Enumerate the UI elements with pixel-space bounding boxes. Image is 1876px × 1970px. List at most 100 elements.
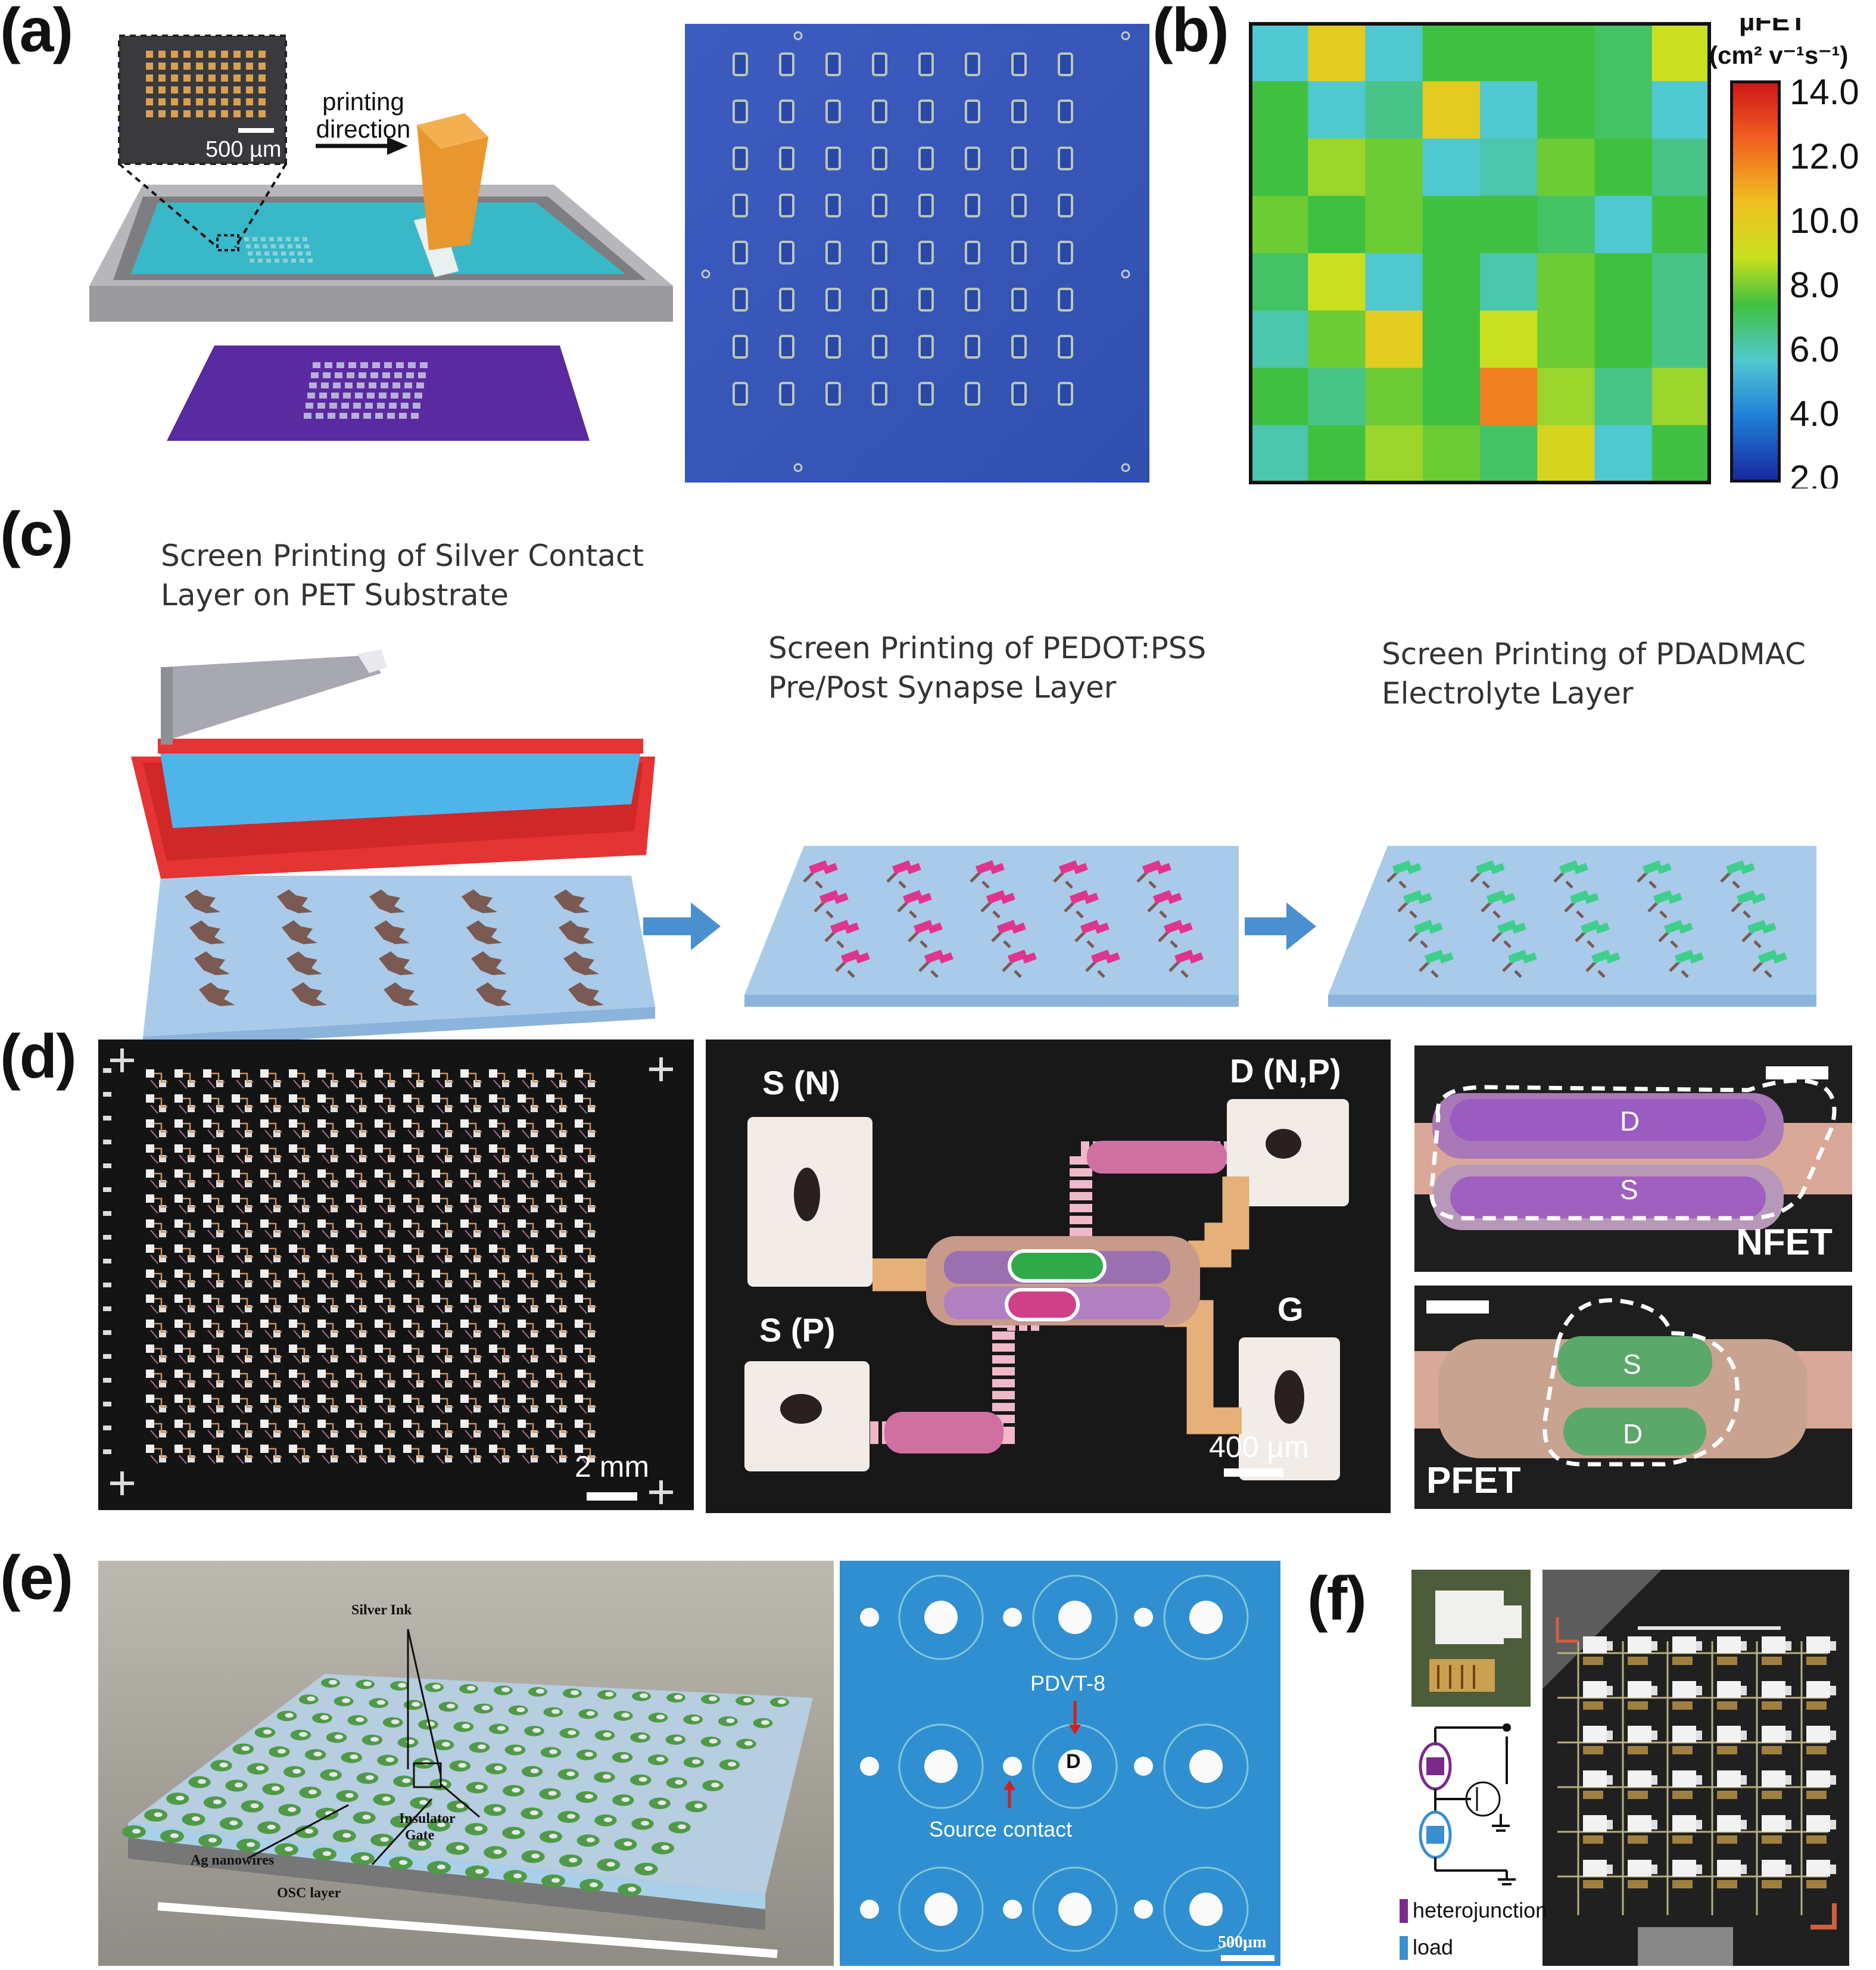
array-cell [1058, 147, 1073, 170]
array-cell [1058, 194, 1073, 217]
panel-d-device: S (N) D (N,P) S (P) G 400 µm [706, 1040, 1391, 1513]
heatmap-cell [1480, 138, 1538, 197]
pfet-micrograph [1414, 1298, 1852, 1467]
heatmap-cell [1365, 195, 1423, 254]
label-gate: G [1277, 1290, 1304, 1328]
heatmap-cell [1365, 368, 1423, 426]
label-source-p: S (P) [759, 1311, 836, 1349]
heatmap-cell [1537, 368, 1595, 426]
heatmap-cell [1308, 138, 1366, 197]
array-cell [1058, 241, 1073, 264]
heatmap-cell [1308, 253, 1366, 311]
squeegee-holder [417, 113, 488, 250]
array-cell [733, 99, 748, 123]
array-cell [779, 52, 794, 76]
array-cell [825, 99, 841, 123]
pfet-label-s: S [1623, 1349, 1641, 1380]
panel-e-schematic: Silver Ink Insulator Gate Ag nanowires O… [98, 1561, 834, 1966]
array-cell [965, 382, 980, 406]
array-scale-bar [587, 1492, 637, 1501]
array-cell [779, 147, 794, 170]
heatmap-cell [1308, 425, 1366, 483]
panel-a-schematic: printing direction 500 µm [77, 24, 697, 453]
array-cell [779, 241, 794, 264]
array-cell [965, 335, 980, 359]
array-cell [825, 241, 841, 264]
array-cell [1058, 382, 1073, 406]
array-cell [918, 335, 934, 359]
heatmap-cell [1480, 253, 1538, 311]
array-cell [733, 194, 748, 217]
array-cell [733, 335, 748, 359]
panel-label-c: (c) [0, 500, 73, 569]
array-cell [1011, 382, 1027, 406]
electrode-array-micrograph [860, 1574, 1274, 1961]
heatmap-cell [1480, 24, 1538, 82]
pfet-label: PFET [1426, 1460, 1521, 1501]
colorbar-tick-6: 6.0 [1790, 329, 1840, 369]
array-cell [1011, 335, 1027, 359]
colorbar-tick-12: 12.0 [1790, 136, 1859, 176]
printing-direction-label: printing direction [316, 88, 411, 143]
legend-load: load [1413, 1935, 1454, 1959]
array-cell [733, 147, 748, 170]
array-cell [825, 52, 841, 76]
label-gate: Gate [405, 1828, 435, 1843]
heatmap-cell [1594, 425, 1653, 483]
array-cell [1058, 288, 1073, 312]
array-cell [965, 52, 980, 76]
array-cell [1058, 99, 1073, 123]
heatmap-cell [1422, 24, 1481, 82]
array-cell [825, 194, 841, 217]
nfet-label-s: S [1620, 1174, 1638, 1205]
heatmap-cell [1422, 81, 1481, 139]
legend-load-swatch [1400, 1936, 1408, 1960]
array-cell [872, 382, 887, 406]
array-cell [872, 335, 887, 359]
heatmap-cell [1365, 81, 1423, 139]
ink-bath [131, 203, 625, 274]
heatmap-cell [1251, 195, 1308, 254]
circuit-diagram [1419, 1723, 1516, 1885]
heatmap-cell [1537, 81, 1595, 139]
array-cell [918, 194, 934, 217]
array-cell [872, 288, 887, 312]
panel-a-micrograph [685, 24, 1149, 483]
array-cell [918, 241, 934, 264]
cmos-array-micrograph [103, 1048, 673, 1504]
nfet-label-d: D [1620, 1106, 1640, 1137]
colorbar [1730, 80, 1781, 483]
inset-scale-label: 500 µm [205, 137, 282, 162]
array-cell [918, 52, 934, 76]
heatmap-cell [1594, 24, 1653, 82]
heatmap-cell [1422, 368, 1481, 426]
colorbar-tick-14: 14.0 [1790, 72, 1859, 112]
heatmap-cell [1594, 253, 1653, 311]
array-cell [1011, 194, 1027, 217]
heatmap-cell [1422, 425, 1481, 483]
colorbar-title-line2: (cm² v⁻¹s⁻¹) [1709, 41, 1849, 69]
heatmap-cell [1537, 24, 1595, 82]
device-scale-bar [1224, 1468, 1283, 1477]
nfet-label: NFET [1736, 1222, 1833, 1263]
screen-mesh [158, 739, 643, 828]
array-cell [1011, 147, 1027, 170]
heatmap-cell [1480, 310, 1538, 368]
heatmap-cell [1422, 310, 1481, 368]
array-cell [965, 194, 980, 217]
heatmap-cell [1651, 425, 1710, 483]
array-cell [872, 241, 887, 264]
heatmap-cell [1308, 195, 1366, 254]
label-drain-d: D [1066, 1750, 1081, 1773]
panel-f-array [1542, 1570, 1849, 1966]
heatmap-cell [1651, 310, 1710, 368]
screen-printing-schematic [89, 35, 673, 441]
panel-d-pfet: S D PFET [1414, 1286, 1852, 1509]
panel-d-array: 2 mm [98, 1040, 694, 1510]
panel-label-b: (b) [1152, 0, 1229, 65]
heatmap-cell [1651, 368, 1710, 426]
process-flow-diagram [131, 649, 1816, 1042]
array-cell [1058, 335, 1073, 359]
array-cell [1011, 52, 1027, 76]
colorbar-tick-8: 8.0 [1790, 265, 1840, 305]
